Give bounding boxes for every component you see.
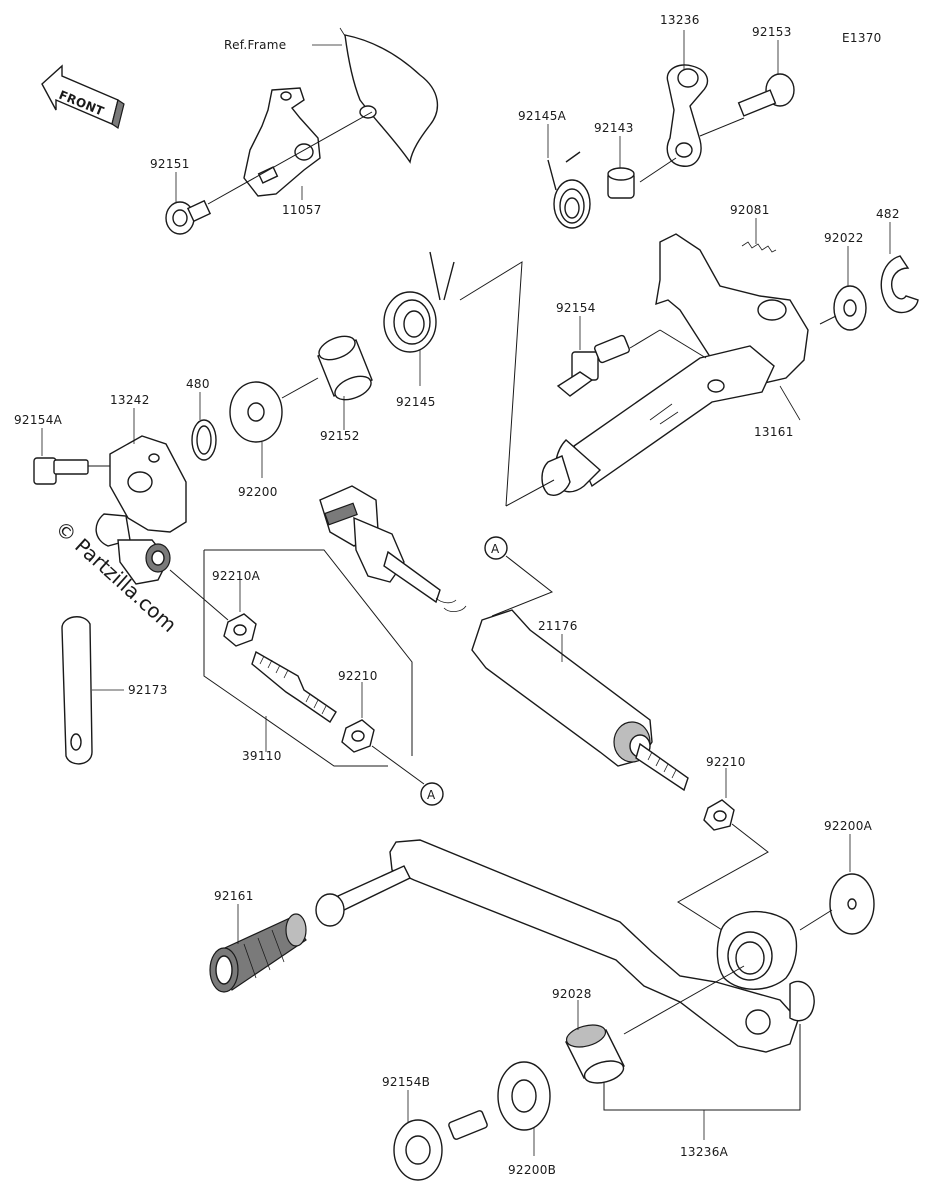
label-13236: 13236 — [660, 13, 700, 27]
label-13236A: 13236A — [680, 1145, 729, 1159]
ref-frame-label: Ref.Frame — [224, 38, 286, 52]
label-92154A: 92154A — [14, 413, 63, 427]
collar-92143: 92143 — [594, 121, 635, 199]
callout-a-upper-text: A — [491, 542, 500, 556]
bolt-92151: 92151 — [150, 157, 212, 235]
washer-92022: 92022 — [819, 231, 867, 331]
washer-92200B: 92200B — [497, 1061, 556, 1177]
label-13242: 13242 — [110, 393, 150, 407]
label-92153: 92153 — [752, 25, 792, 39]
label-92210-right: 92210 — [706, 755, 746, 769]
label-92081: 92081 — [730, 203, 770, 217]
bolt-92153: 92153 — [737, 25, 795, 117]
callout-a-upper: A — [484, 536, 553, 617]
label-92154: 92154 — [556, 301, 596, 315]
clip-482: 482 — [876, 207, 919, 314]
label-92173: 92173 — [128, 683, 168, 697]
collar-92152: 92152 — [281, 335, 373, 443]
label-39110: 39110 — [242, 749, 282, 763]
spring-92145A: 92145A — [518, 109, 591, 229]
label-92161: 92161 — [214, 889, 254, 903]
washer-92200A: 92200A — [799, 819, 875, 935]
label-92210: 92210 — [338, 669, 378, 683]
bolt-92154A: 92154A — [14, 413, 110, 485]
shaft-13161: 13161 — [541, 233, 809, 496]
callout-a-lower: A — [420, 782, 444, 806]
strap-92173: 92173 — [61, 616, 168, 765]
label-92200A: 92200A — [824, 819, 873, 833]
label-92152: 92152 — [320, 429, 360, 443]
bolt-92154B: 92154B — [382, 1075, 488, 1181]
rubber-92161: 92161 — [209, 889, 307, 993]
lever-13242: 13242 — [95, 393, 187, 585]
label-13161: 13161 — [754, 425, 794, 439]
bracket-11057: 11057 — [207, 87, 373, 217]
label-21176: 21176 — [538, 619, 578, 633]
label-92143: 92143 — [594, 121, 634, 135]
pedal-13236A: 13236A — [315, 839, 815, 1159]
washer-92200: 92200 — [229, 381, 283, 499]
label-480: 480 — [186, 377, 210, 391]
label-92145: 92145 — [396, 395, 436, 409]
spring-92145: 92145 — [383, 251, 555, 507]
rod-39110: 92210A 39110 92210 — [169, 549, 425, 785]
label-11057: 11057 — [282, 203, 322, 217]
label-92145A: 92145A — [518, 109, 567, 123]
label-92151: 92151 — [150, 157, 190, 171]
bolt-92154: 92154 — [556, 301, 707, 397]
label-92210A: 92210A — [212, 569, 261, 583]
ref-frame: Ref.Frame — [224, 27, 439, 164]
nut-92210-right: 92210 — [677, 755, 769, 931]
circlip-480: 480 — [186, 377, 217, 461]
spring-92081: 92081 — [730, 203, 777, 253]
arm-13236: 13236 — [639, 13, 745, 183]
label-92028: 92028 — [552, 987, 592, 1001]
front-arrow-icon: FRONT — [41, 64, 125, 129]
label-92022: 92022 — [824, 231, 864, 245]
label-482: 482 — [876, 207, 900, 221]
bush-92028: 92028 — [552, 987, 625, 1084]
callout-a-lower-text: A — [427, 788, 436, 802]
label-92200B: 92200B — [508, 1163, 556, 1177]
sensor-21176: 21176 — [319, 485, 689, 792]
diagram-code: E1370 — [842, 31, 882, 45]
label-92154B: 92154B — [382, 1075, 430, 1089]
label-92200: 92200 — [238, 485, 278, 499]
